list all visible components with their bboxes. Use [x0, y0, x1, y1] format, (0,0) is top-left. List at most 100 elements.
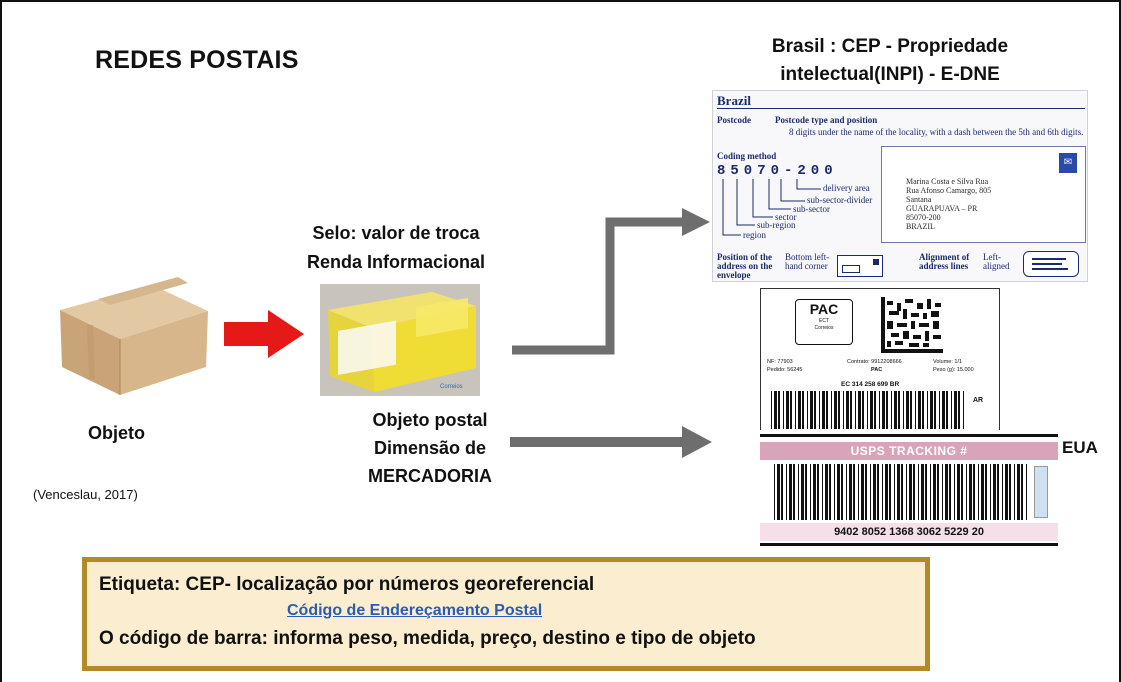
barcode-bar	[909, 464, 912, 520]
info-box: Etiqueta: CEP- localização por números g…	[82, 557, 930, 671]
barcode-bar	[849, 464, 852, 520]
pac-contrato: Contrato: 9912208666	[847, 359, 902, 365]
barcode-bar	[867, 391, 868, 429]
selo-caption: Selo: valor de troca Renda Informacional	[280, 219, 512, 277]
barcode-bar	[814, 391, 816, 429]
eua-label: EUA	[1062, 438, 1098, 457]
citation: (Venceslau, 2017)	[33, 487, 138, 502]
barcode-bar	[906, 464, 907, 520]
barcode-bar	[1009, 464, 1011, 520]
pac-tracking: EC 314 258 699 BR	[841, 381, 900, 388]
selo-line-1: Selo: valor de troca	[312, 223, 480, 243]
barcode-bar	[933, 464, 936, 520]
barcode-bar	[930, 464, 931, 520]
barcode-bar	[954, 464, 955, 520]
mini-envelope-icon	[837, 255, 883, 277]
barcode-bar	[873, 464, 876, 520]
barcode-bar	[918, 464, 919, 520]
barcode-bar	[786, 391, 789, 429]
barcode-bar	[934, 391, 936, 429]
barcode-bar	[981, 464, 984, 520]
postal-line-2: Dimensão de	[373, 438, 487, 458]
barcode-bar	[810, 391, 813, 429]
barcode-bar	[903, 391, 904, 429]
card-alignment-label: Alignment of address lines	[919, 252, 970, 271]
card-address: Marina Costa e Silva Rua Rua Afonso Cama…	[906, 177, 992, 231]
barcode-bar	[865, 464, 867, 520]
barcode-bar	[937, 464, 939, 520]
barcode-bar	[817, 464, 819, 520]
barcode-bar	[891, 391, 892, 429]
barcode-bar	[795, 391, 796, 429]
barcode-bar	[774, 464, 775, 520]
barcode-bar	[819, 391, 820, 429]
card-envelope: ✉ Marina Costa e Silva Rua Rua Afonso Ca…	[881, 146, 1086, 243]
barcode-bar	[805, 464, 807, 520]
barcode-bar	[846, 464, 847, 520]
postal-line-3: MERCADORIA	[368, 466, 492, 486]
barcode-bar	[997, 464, 999, 520]
barcode-bar	[990, 464, 991, 520]
barcode-bar	[901, 464, 903, 520]
card-alignment-value: Left-aligned	[983, 252, 1010, 271]
barcode-bar	[826, 391, 828, 429]
alignment-lines-icon	[1023, 251, 1079, 277]
barcode-bar	[837, 464, 840, 520]
barcode-bar	[897, 464, 900, 520]
barcode-bar	[882, 464, 883, 520]
barcode-bar	[843, 391, 844, 429]
pac-logo: PAC ECT Correios	[795, 299, 853, 345]
barcode-bar	[778, 391, 780, 429]
barcode-bar	[861, 464, 864, 520]
barcode-bar	[915, 391, 916, 429]
card-position-value: Bottom left-hand corner	[785, 252, 830, 271]
info-line-1: Etiqueta: CEP- localização por números g…	[99, 574, 595, 595]
barcode-bar	[879, 391, 880, 429]
barcode-bar	[913, 464, 915, 520]
pac-correios: Correios	[814, 325, 834, 331]
red-arrow-icon	[224, 310, 304, 358]
usps-top-rule	[760, 434, 1058, 437]
card-code: 85070-200	[717, 163, 838, 179]
grey-elbow-arrow-icon	[512, 208, 710, 355]
card-divider	[717, 108, 1085, 109]
usps-tracking-label: USPS TRACKING # 9402 8052 1368 3062 5229…	[760, 430, 1058, 548]
pac-title: PAC	[809, 301, 839, 317]
barcode-bar	[789, 464, 792, 520]
cep-link[interactable]: Código de Endereçamento Postal	[287, 602, 543, 619]
usps-band: USPS TRACKING #	[760, 442, 1058, 460]
pac-small-type: PAC	[871, 367, 883, 373]
barcode-bar	[969, 464, 972, 520]
barcode-bar	[1014, 464, 1015, 520]
pac-ect: ECT	[819, 318, 829, 324]
barcode-bar	[781, 464, 783, 520]
barcode-bar	[939, 391, 940, 429]
barcode-bar	[870, 391, 873, 429]
barcode-bar	[822, 391, 825, 429]
barcode-bar	[829, 464, 831, 520]
card-country: Brazil	[717, 93, 751, 108]
barcode-bar	[855, 391, 856, 429]
card-postcode-heading: Postcode type and position	[775, 115, 878, 125]
barcode-bar	[1017, 464, 1020, 520]
barcode-bar	[973, 464, 975, 520]
card-sub-sector: sub-sector	[793, 204, 830, 214]
barcode-bar	[877, 464, 879, 520]
brazil-format-card: Brazil Postcode Postcode type and positi…	[712, 90, 1088, 282]
barcode-bar	[894, 464, 895, 520]
barcode-bar	[870, 464, 871, 520]
barcode-bar	[942, 464, 943, 520]
barcode-bar	[801, 464, 804, 520]
barcode-bar	[858, 391, 861, 429]
barcode-bar	[961, 464, 963, 520]
barcode-bar	[921, 464, 924, 520]
barcode-bar	[831, 391, 832, 429]
barcode-bar	[918, 391, 921, 429]
usps-side-tab	[1034, 466, 1048, 518]
barcode-bar	[798, 391, 801, 429]
card-sector: sector	[775, 212, 797, 222]
barcode-bar	[886, 391, 888, 429]
barcode-bar	[834, 391, 837, 429]
barcode-bar	[945, 464, 948, 520]
